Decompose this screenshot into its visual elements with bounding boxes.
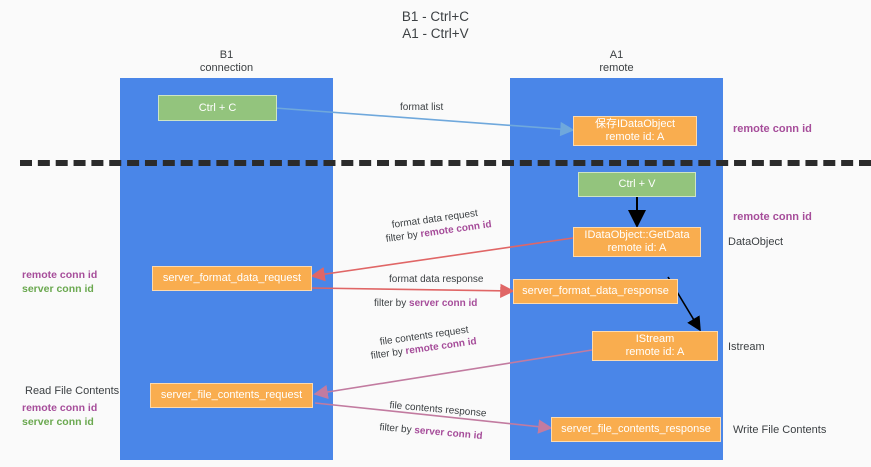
side-label-istream: Istream <box>728 341 765 353</box>
left-legend-file-server: server conn id <box>22 415 94 428</box>
filter-key: server conn id <box>413 425 483 442</box>
annotation-format-list: format list <box>400 102 444 113</box>
filter-prefix: filter by <box>385 229 422 245</box>
box-idataobject-getdata[interactable]: IDataObject::GetData remote id: A <box>573 227 701 257</box>
box-server-format-data-response[interactable]: server_format_data_response <box>513 279 678 304</box>
left-legend-file: remote conn id server conn id <box>22 402 97 429</box>
filter-prefix: filter by <box>370 346 407 362</box>
annotation-file-contents-response-filter: filter by server conn id <box>379 421 483 444</box>
filter-prefix: filter by <box>374 298 410 309</box>
annotation-format-data-response-filter: filter by server conn id <box>374 297 477 311</box>
side-label-remote-conn-id-top: remote conn id <box>733 123 812 135</box>
left-legend-format-server: server conn id <box>22 282 94 295</box>
left-legend-format-remote: remote conn id <box>22 269 98 281</box>
page-title: B1 - Ctrl+C A1 - Ctrl+V <box>401 9 470 41</box>
phase-separator <box>20 160 871 166</box>
box-server-file-contents-request[interactable]: server_file_contents_request <box>150 383 313 408</box>
box-ctrl-c[interactable]: Ctrl + C <box>158 95 277 121</box>
lane-title-b1: B1 connection <box>199 49 254 74</box>
box-istream[interactable]: IStream remote id: A <box>592 331 718 361</box>
side-label-remote-conn-id-mid: remote conn id <box>733 211 812 223</box>
left-legend-file-remote: remote conn id <box>22 402 98 414</box>
side-label-write-file-contents: Write File Contents <box>733 424 827 436</box>
side-label-read-file-contents: Read File Contents <box>25 385 120 397</box>
box-server-format-data-request[interactable]: server_format_data_request <box>152 266 312 291</box>
left-legend-format: remote conn id server conn id <box>22 269 97 296</box>
filter-prefix: filter by <box>378 421 415 437</box>
lane-title-a1: A1 remote <box>599 49 634 74</box>
box-ctrl-v[interactable]: Ctrl + V <box>578 172 696 197</box>
box-save-idataobject[interactable]: 保存IDataObject remote id: A <box>573 116 697 146</box>
side-label-dataobject: DataObject <box>728 236 784 248</box>
box-server-file-contents-response[interactable]: server_file_contents_response <box>551 417 721 442</box>
filter-key: server conn id <box>409 298 478 309</box>
annotation-format-data-response: format data response <box>389 274 484 285</box>
annotation-file-contents-response: file contents response <box>388 399 487 420</box>
